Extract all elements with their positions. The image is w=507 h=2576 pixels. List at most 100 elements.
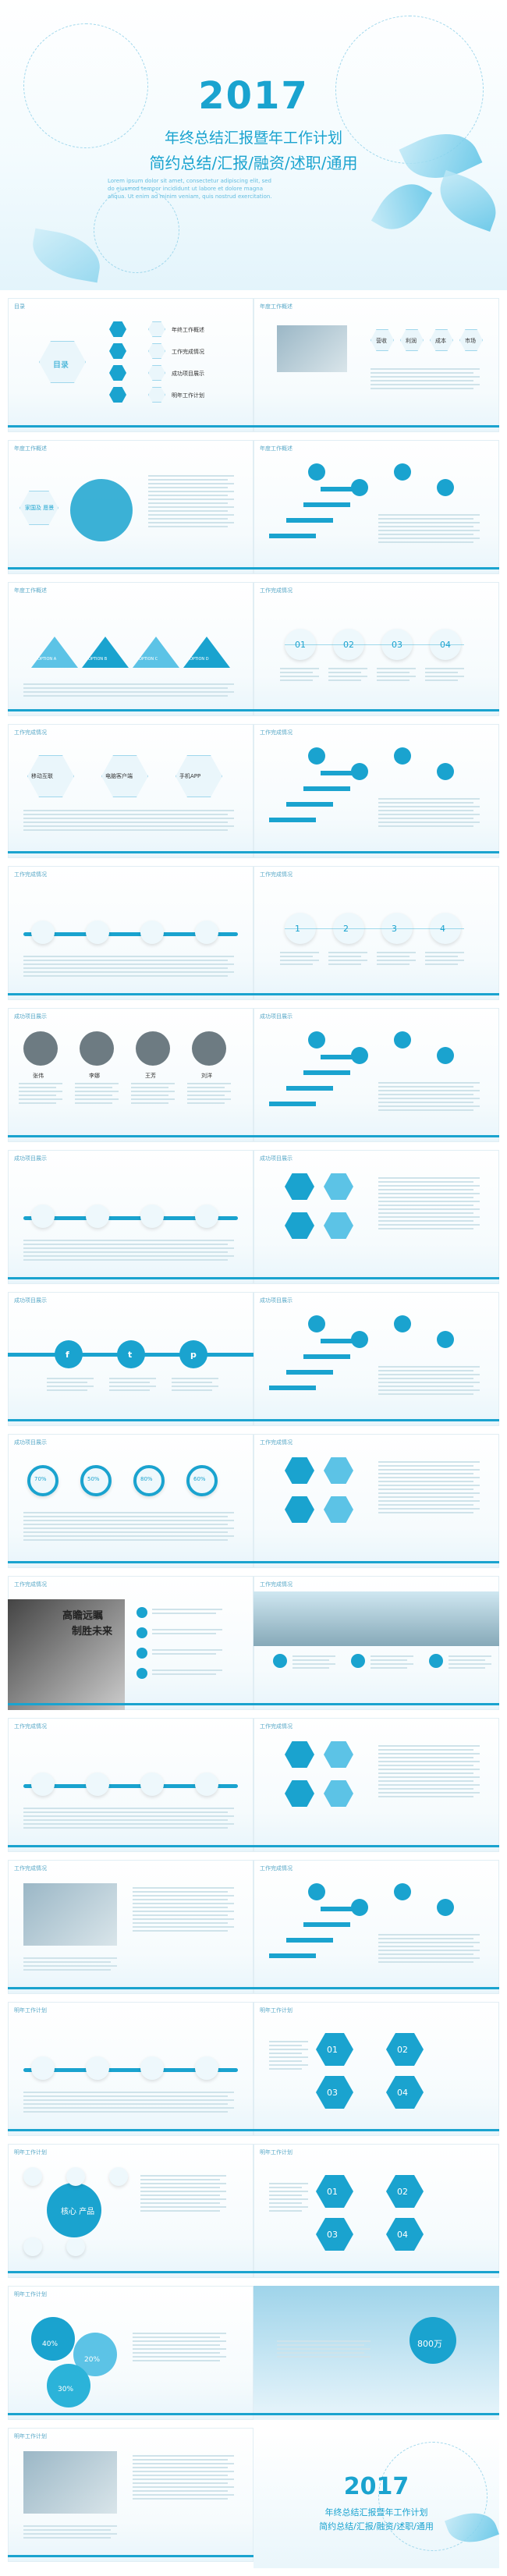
toc-center-label: 目录 [53, 361, 69, 370]
percent-value: 50% [87, 1476, 100, 1482]
text-placeholder-line [277, 2340, 370, 2342]
slide-header: 工作完成情况 [260, 587, 292, 594]
slide-footer-bar [254, 2271, 499, 2273]
text-placeholder-line [172, 1389, 212, 1391]
option-label: OPTION B [88, 657, 108, 662]
percent-ring [133, 1465, 165, 1496]
text-placeholder-line [328, 963, 361, 965]
decorative-ring [94, 187, 179, 273]
slide-footer-bar [254, 1135, 499, 1137]
text-placeholder-line [425, 679, 458, 681]
slide-header: 年度工作概述 [14, 445, 47, 452]
text-placeholder-line [378, 1193, 480, 1194]
node-circle [31, 1205, 55, 1228]
percent-ring [27, 1465, 58, 1496]
text-placeholder-line [425, 672, 458, 673]
text-placeholder-line [23, 1957, 117, 1959]
node-circle [31, 2056, 55, 2080]
slide-header: 明年工作计划 [260, 2007, 292, 2014]
slide-thumbnail-s18: 工作完成情况 [254, 1434, 499, 1568]
text-placeholder-line [269, 2064, 308, 2066]
slide-footer-bar [8, 2271, 254, 2273]
text-placeholder-line [19, 1087, 56, 1088]
slide-footer-bar [254, 1277, 499, 1279]
text-placeholder-line [133, 2455, 234, 2457]
text-placeholder-line [148, 495, 228, 496]
social-badge [117, 1340, 145, 1368]
text-placeholder-line [133, 1926, 234, 1928]
text-placeholder-line [269, 2202, 302, 2204]
text-placeholder-line [378, 522, 480, 523]
stat-percent: 40% [42, 2340, 58, 2348]
text-placeholder-line [370, 376, 480, 378]
text-placeholder-line [370, 388, 473, 389]
text-placeholder-line [23, 2537, 111, 2539]
text-placeholder-line [378, 1485, 480, 1486]
slide-thumbnail-s11: 成功项目展示张伟李娜王芳刘洋 [8, 1008, 254, 1142]
toc-item-hex-outline [148, 343, 165, 359]
text-placeholder-line [280, 672, 313, 673]
ending-slide: 2017 年终总结汇报暨年工作计划 简约总结/汇报/融资/述职/通用 [254, 2434, 499, 2568]
hex-number: 04 [397, 2088, 408, 2098]
text-placeholder-line [140, 2195, 220, 2196]
text-placeholder-line [378, 1761, 480, 1762]
slide-footer-bar [254, 709, 499, 711]
text-placeholder-line [378, 534, 473, 535]
slogan-line2: 制胜未来 [72, 1626, 113, 1637]
text-placeholder-line [133, 2486, 234, 2488]
slide-thumbnail-s19: 工作完成情况高瞻远瞩制胜未来 [8, 1576, 254, 1710]
text-placeholder-line [148, 526, 228, 527]
step-circle [430, 913, 461, 944]
text-placeholder-line [133, 2356, 226, 2358]
text-placeholder-line [378, 1745, 480, 1747]
step-circle [381, 629, 413, 660]
text-placeholder-line [378, 1934, 480, 1936]
slide-header: 工作完成情况 [14, 729, 47, 736]
text-placeholder-line [133, 2478, 234, 2480]
slide-footer-bar [8, 993, 254, 995]
text-placeholder-line [269, 2191, 308, 2192]
ending-title: 年终总结汇报暨年工作计划 [324, 2507, 428, 2517]
text-placeholder-line [448, 1655, 491, 1657]
step-bar [269, 534, 316, 538]
text-placeholder-line [328, 956, 361, 957]
text-placeholder-line [378, 1961, 473, 1963]
node-circle [140, 2056, 164, 2080]
text-placeholder-line [378, 1953, 473, 1955]
wave-band [23, 2068, 238, 2072]
text-placeholder-line [133, 1907, 228, 1908]
person-name: 刘洋 [201, 1073, 212, 1079]
text-placeholder-line [133, 2459, 228, 2461]
text-placeholder-line [75, 1087, 112, 1088]
facebook-icon: f [66, 1350, 69, 1360]
text-placeholder-line [378, 541, 473, 543]
text-placeholder-line [425, 952, 464, 953]
text-placeholder-line [19, 1091, 62, 1092]
text-placeholder-line [378, 1109, 473, 1111]
text-placeholder-line [133, 2471, 234, 2472]
option-label: OPTION C [139, 657, 158, 662]
text-placeholder-line [23, 818, 234, 819]
slide-header: 年度工作概述 [260, 303, 292, 310]
bullet-dot [136, 1668, 147, 1679]
slide-thumbnail-s30: 明年工作计划800万 [254, 2286, 499, 2420]
number-hex [316, 2076, 353, 2109]
node-circle [31, 921, 55, 944]
hex-number: 01 [327, 2045, 338, 2055]
slide-header: 年度工作概述 [260, 445, 292, 452]
marker-pin [437, 1047, 454, 1064]
marker-pin [394, 747, 411, 765]
text-placeholder-line [378, 1757, 473, 1758]
text-placeholder-line [377, 668, 416, 669]
text-placeholder-line [75, 1095, 112, 1096]
cover-subtitle: 简约总结/汇报/融资/述职/通用 [149, 154, 358, 172]
text-placeholder-line [370, 380, 473, 381]
percent-value: 60% [193, 1476, 206, 1482]
step-circle [285, 629, 316, 660]
text-placeholder-line [277, 2348, 370, 2350]
metric-label: 成本 [435, 338, 446, 344]
text-placeholder-line [370, 1667, 407, 1669]
slide-header: 成功项目展示 [14, 1155, 47, 1162]
toc-item-hex-outline [148, 365, 165, 381]
